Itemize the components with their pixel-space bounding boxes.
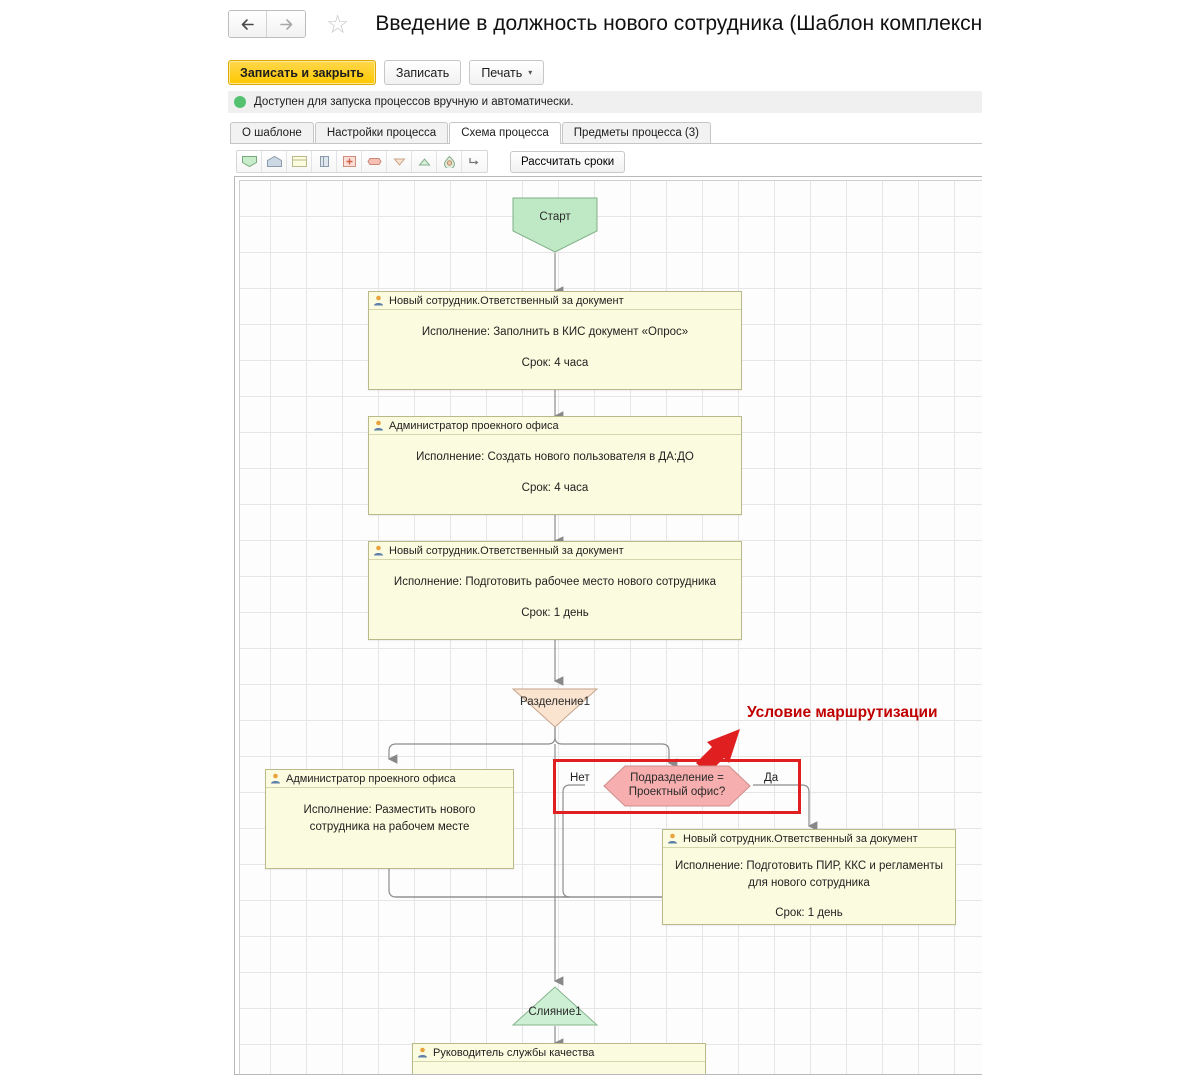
merge-node-icon[interactable]	[412, 151, 437, 172]
person-icon	[417, 1047, 428, 1058]
task-duration: Срок: 1 день	[775, 907, 843, 920]
print-button[interactable]: Печать ▾	[469, 60, 545, 85]
task-description: Исполнение: Подготовить рабочее место но…	[393, 576, 717, 588]
task-node-icon[interactable]	[287, 151, 312, 172]
tab-bar: О шаблоне Настройки процесса Схема проце…	[230, 122, 982, 144]
forward-button[interactable]	[267, 11, 305, 37]
task-role-header: Администратор проекного офиса	[266, 770, 513, 788]
red-arrow-icon	[696, 729, 740, 774]
task-body: Исполнение: Заполнить в КИС документ «Оп…	[369, 310, 741, 381]
print-label: Печать	[481, 65, 523, 80]
task-role-header: Руководитель службы качества	[413, 1044, 705, 1062]
start-node[interactable]: Старт	[512, 197, 598, 253]
arrow-right-icon	[279, 18, 292, 30]
person-icon	[667, 833, 678, 844]
task-role-header: Новый сотрудник.Ответственный за докумен…	[369, 292, 741, 310]
condition-highlight-box	[553, 759, 801, 814]
task-description: Исполнение: Создать нового пользователя …	[416, 451, 694, 463]
task-role-label: Руководитель службы качества	[433, 1046, 595, 1059]
connector-icon[interactable]	[462, 151, 487, 172]
task-role-label: Новый сотрудник.Ответственный за докумен…	[683, 832, 918, 845]
notification-node-icon[interactable]	[337, 151, 362, 172]
task-body: Исполнение: Ознакомить сотрудника с	[413, 1062, 705, 1074]
subprocess-node-icon[interactable]	[312, 151, 337, 172]
scheme-canvas-frame: Старт Новый сотрудник.Ответственный за д…	[234, 176, 982, 1075]
save-and-close-button[interactable]: Записать и закрыть	[228, 60, 376, 85]
person-icon	[270, 773, 281, 784]
person-icon	[373, 295, 384, 306]
person-icon	[373, 420, 384, 431]
favorite-star-icon[interactable]: ☆	[326, 9, 350, 39]
condition-node[interactable]: Подразделение = Проектный офис?	[603, 765, 751, 807]
task-node-6[interactable]: Руководитель службы качества Исполнение:…	[412, 1043, 706, 1074]
tab-process-settings[interactable]: Настройки процесса	[314, 122, 449, 143]
task-body: Исполнение: Разместить нового сотрудника…	[266, 788, 513, 845]
task-role-label: Администратор проекного офиса	[286, 772, 456, 785]
scheme-canvas[interactable]: Старт Новый сотрудник.Ответственный за д…	[239, 180, 982, 1074]
task-role-label: Администратор проекного офиса	[389, 419, 559, 432]
calculate-deadlines-button[interactable]: Рассчитать сроки	[510, 150, 626, 173]
condition-node-icon[interactable]	[362, 151, 387, 172]
task-role-header: Новый сотрудник.Ответственный за докумен…	[663, 830, 955, 848]
back-button[interactable]	[229, 11, 267, 37]
condition-no-label: Нет	[570, 772, 590, 784]
task-body: Исполнение: Создать нового пользователя …	[369, 435, 741, 506]
arrow-left-icon	[241, 18, 254, 30]
condition-yes-label: Да	[764, 772, 779, 784]
task-description: Исполнение: Заполнить в КИС документ «Оп…	[421, 326, 689, 338]
task-body: Исполнение: Подготовить рабочее место но…	[369, 560, 741, 631]
task-role-header: Новый сотрудник.Ответственный за докумен…	[369, 542, 741, 560]
task-duration: Срок: 1 день	[521, 606, 589, 619]
tab-about-template[interactable]: О шаблоне	[230, 122, 314, 143]
task-node-4[interactable]: Администратор проекного офиса Исполнение…	[265, 769, 514, 869]
title-bar: ☆ Введение в должность нового сотрудника…	[228, 6, 982, 42]
status-text: Доступен для запуска процессов вручную и…	[254, 96, 574, 108]
navigation-buttons	[228, 10, 306, 38]
task-duration: Срок: 4 часа	[521, 356, 589, 369]
status-bar: Доступен для запуска процессов вручную и…	[228, 91, 982, 113]
split-node-icon[interactable]	[387, 151, 412, 172]
task-description: Исполнение: Разместить нового сотрудника…	[303, 804, 476, 833]
command-bar: Записать и закрыть Записать Печать ▾	[228, 60, 545, 85]
designer-toolbar: Рассчитать сроки	[236, 150, 626, 173]
task-body: Исполнение: Подготовить ПИР, ККС и регла…	[663, 848, 955, 932]
status-dot-green-icon	[234, 96, 246, 108]
task-node-1[interactable]: Новый сотрудник.Ответственный за докумен…	[368, 291, 742, 390]
task-role-label: Новый сотрудник.Ответственный за докумен…	[389, 544, 624, 557]
shape-palette	[236, 150, 488, 173]
merge-node[interactable]: Слияние1	[511, 986, 599, 1026]
application-window: ☆ Введение в должность нового сотрудника…	[228, 6, 982, 1075]
routing-condition-annotation: Условие маршрутизации	[747, 704, 938, 721]
person-icon	[373, 545, 384, 556]
task-node-5[interactable]: Новый сотрудник.Ответственный за докумен…	[662, 829, 956, 925]
end-node-icon[interactable]	[262, 151, 287, 172]
save-button[interactable]: Записать	[383, 60, 462, 85]
split-node[interactable]: Разделение1	[511, 688, 599, 728]
start-node-icon[interactable]	[237, 151, 262, 172]
task-node-2[interactable]: Администратор проекного офиса Исполнение…	[368, 416, 742, 515]
task-node-3[interactable]: Новый сотрудник.Ответственный за докумен…	[368, 541, 742, 640]
tab-process-scheme[interactable]: Схема процесса	[449, 122, 561, 144]
nested-process-icon[interactable]	[437, 151, 462, 172]
page-title: Введение в должность нового сотрудника (…	[375, 12, 982, 35]
task-duration: Срок: 4 часа	[521, 481, 589, 494]
task-role-label: Новый сотрудник.Ответственный за докумен…	[389, 294, 624, 307]
tab-process-subjects[interactable]: Предметы процесса (3)	[561, 122, 711, 143]
task-role-header: Администратор проекного офиса	[369, 417, 741, 435]
task-description: Исполнение: Подготовить ПИР, ККС и регла…	[675, 860, 943, 889]
chevron-down-icon: ▾	[528, 68, 533, 77]
